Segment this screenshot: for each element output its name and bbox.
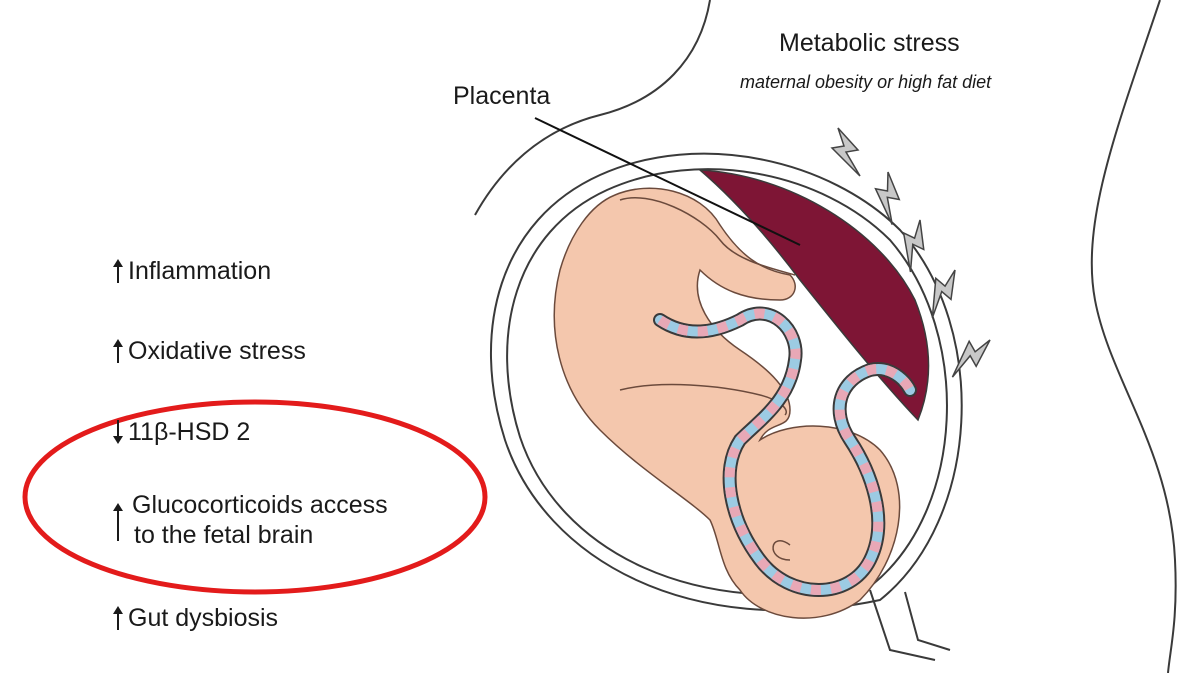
maternal-front-outline [1092, 0, 1176, 673]
effect-text-line2: to the fetal brain [134, 520, 388, 550]
up-arrow-icon [112, 258, 124, 284]
lightning-bolt-icon [832, 128, 860, 176]
effect-oxidative-stress: Oxidative stress [112, 336, 306, 366]
placenta-label: Placenta [453, 82, 550, 111]
cervix [870, 590, 950, 660]
metabolic-stress-subtitle: maternal obesity or high fat diet [740, 72, 991, 93]
effect-11b-hsd2: 11β-HSD 2 [112, 417, 250, 447]
effect-text: Oxidative stress [128, 337, 306, 366]
effect-text: Gut dysbiosis [128, 604, 278, 633]
up-arrow-icon [112, 605, 124, 631]
down-arrow-icon [112, 419, 124, 445]
effect-inflammation: Inflammation [112, 256, 271, 286]
metabolic-stress-title: Metabolic stress [779, 29, 960, 58]
effect-glucocorticoids: Glucocorticoids access to the fetal brai… [112, 490, 388, 550]
effect-text-line1: Glucocorticoids access [132, 490, 388, 520]
up-arrow-icon [112, 338, 124, 364]
effect-gut-dysbiosis: Gut dysbiosis [112, 603, 278, 633]
effect-text: 11β-HSD 2 [128, 418, 250, 447]
effect-text: Inflammation [128, 257, 271, 286]
up-arrow-icon [112, 502, 124, 542]
